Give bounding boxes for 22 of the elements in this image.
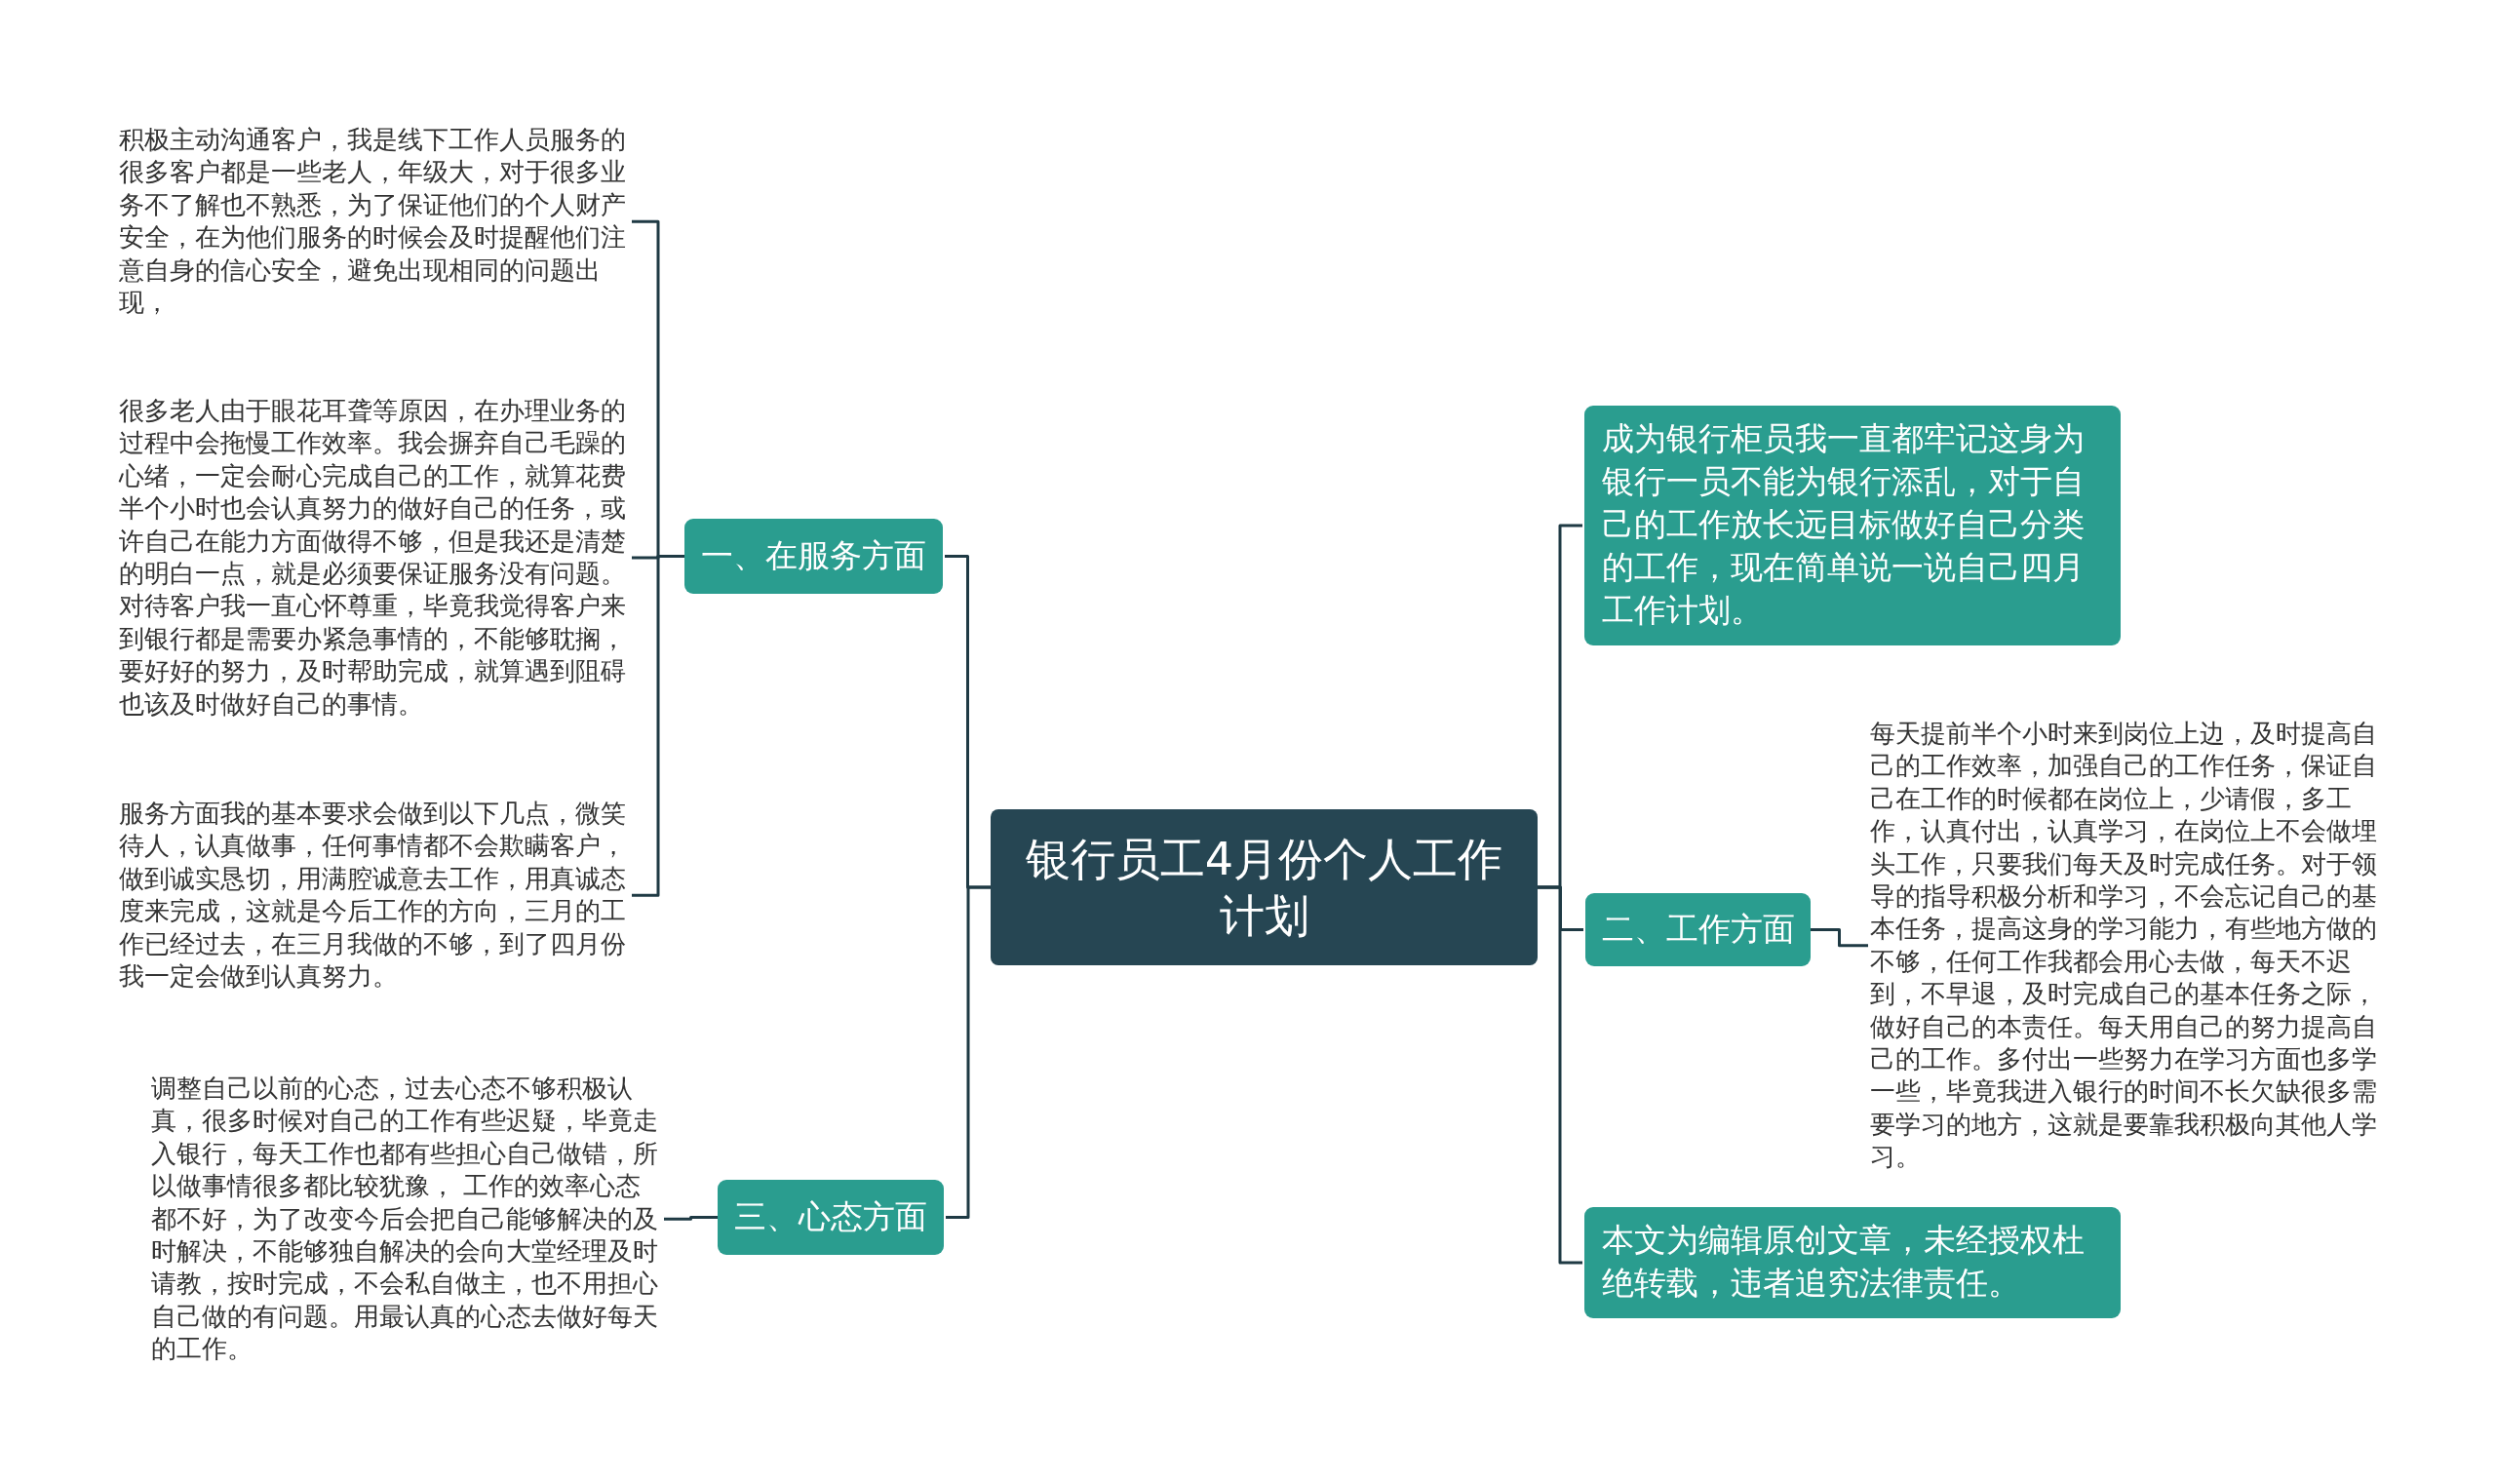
branch-text: 二、工作方面 [1601,909,1795,950]
note-box [1584,1207,2121,1318]
leaf-text: 服务方面我的基本要求会做到以下几点，微笑待人，认真做事，任何事情都不会欺瞒客户，做到诚实恳切，用满腔诚意去工作，用真诚态度来完成，这就是今后工作的方向，三月的工作已经过去，在三月我做的不够，到了四月份我一定会做到认真努力。 [119,798,630,994]
central-topic-box [991,809,1538,965]
leaf-text: 积极主动沟通客户，我是线下工作人员服务的很多客户都是一些老人，年级大，对于很多业务不了解也不熟悉，为了保证他们的个人财产安全，在为他们服务的时候会及时提醒他们注意自身的信心安全，避免出现相同的问题出现， [119,124,630,320]
connector-line [632,555,684,897]
topic-text: 银行员工4月份个人工作计划 [1024,832,1504,944]
connector-line [1811,928,1868,948]
connector-line [1538,885,1582,1265]
leaf-text: 很多老人由于眼花耳聋等原因，在办理业务的过程中会拖慢工作效率。我会摒弃自己毛躁的心绪，一定会耐心完成自己的工作，就算花费半个小时也会认真努力的做好自己的任务，或许自己在能力方面做得不够，但是我还是清楚的明白一点，就是必须要保证服务没有问题。对待客户我一直心怀尊重，毕竟我觉得客户来到银行都是需要办紧急事情的，不能够耽搁，要好好的努力，及时帮助完成，就算遇到阻碍也该及时做好自己的事情。 [119,395,630,722]
branch-text: 一、在服务方面 [701,535,926,576]
note-text: 成为银行柜员我一直都牢记这身为银行一员不能为银行添乱，对于自己的工作放长远目标做好自己分类的工作，现在简单说一说自己四月工作计划。 [1602,418,2086,631]
note-box [1584,406,2121,645]
branch-box [1585,893,1811,966]
leaf-text: 调整自己以前的心态，过去心态不够积极认真，很多时候对自己的工作有些迟疑，毕竟走入银行，每天工作也都有些担心自己做错，所以做事情很多都比较犹豫， 工作的效率心态都不好，为了改变今后会把自己能够解决的及时解决，不能够独自解决的会向大堂经理及时请教，按时完成，不会私自做主，也不用担心自己做的有问题。用最认真的心态去做好每天的工作。 [151,1073,662,1366]
branch-box [718,1180,944,1255]
note-text: 本文为编辑原创文章，未经授权杜绝转载，违者追究法律责任。 [1602,1220,2086,1304]
branch-text: 三、心态方面 [734,1196,927,1237]
leaf-text: 每天提前半个小时来到岗位上边，及时提高自己的工作效率，加强自己的工作任务，保证自己在工作的时候都在岗位上，少请假，多工作，认真付出，认真学习，在岗位上不会做埋头工作，只要我们每天及时完成任务。对于领导的指导积极分析和学习，不会忘记自己的基本任务，提高这身的学习能力，有些地方做的不够，任何工作我都会用心去做，每天不迟到，不早退，及时完成自己的基本任务之际，做好自己的本责任。每天用自己的努力提高自己的工作。多付出一些努力在学习方面也多学一些，毕竟我进入银行的时间不长欠缺很多需要学习的地方，这就是要靠我积极向其他人学习。 [1870,718,2381,1174]
connector-line [946,885,991,1219]
connector-line [664,1216,718,1221]
branch-box [684,519,943,594]
